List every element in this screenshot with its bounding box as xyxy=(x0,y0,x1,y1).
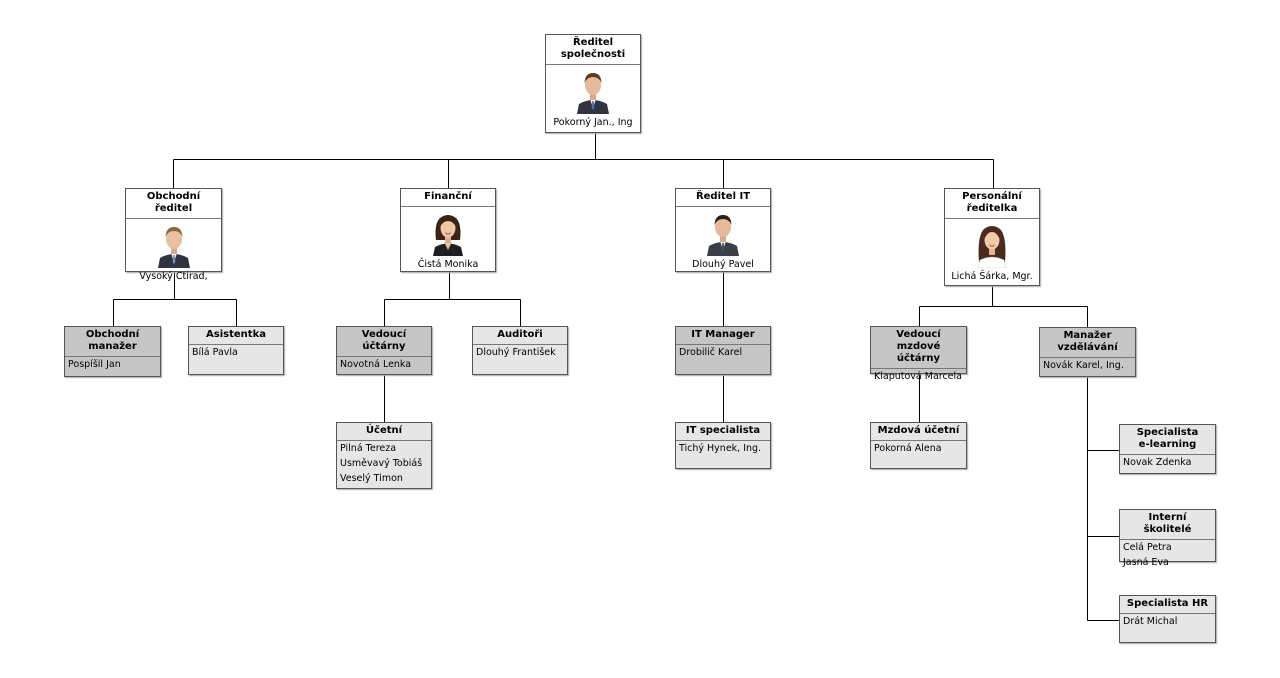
man-photo-icon xyxy=(157,227,190,268)
node-title: Interní školitelé xyxy=(1120,510,1215,540)
node-person-name: Bílá Pavla xyxy=(192,347,238,358)
node-title: Personální ředitelka xyxy=(945,189,1039,219)
node-title: IT Manager xyxy=(676,327,770,345)
node-person-name: Tichý Hynek, Ing. xyxy=(679,443,762,454)
node-person-name: Usměvavý Tobiáš xyxy=(340,458,423,469)
node-title: Obchodní manažer xyxy=(65,327,160,357)
node-person-name: Klaputová Marcela xyxy=(874,371,962,382)
node-person-name: Pokorná Alena xyxy=(874,443,942,454)
node-title: Obchodní ředitel xyxy=(126,189,221,219)
node-person-name: Novotná Lenka xyxy=(340,359,412,370)
node-title: Asistentka xyxy=(189,327,283,345)
node-person-name: Drobilič Karel xyxy=(679,347,743,358)
node-title: Manažer vzdělávání xyxy=(1040,328,1135,358)
node-title: IT specialista xyxy=(676,423,770,441)
org-node-finance-director[interactable]: Finanční Čistá Monika xyxy=(400,188,496,272)
node-title: Ředitel IT xyxy=(676,189,770,207)
node-title: Vedoucí účtárny xyxy=(337,327,431,357)
node-title: Auditoři xyxy=(473,327,567,345)
connector xyxy=(1087,377,1119,621)
org-node-head-payroll[interactable]: Vedoucí mzdové účtárny Klaputová Marcela xyxy=(870,326,967,382)
org-node-payroll-accountant[interactable]: Mzdová účetní Pokorná Alena xyxy=(870,422,967,469)
connector xyxy=(384,272,521,326)
node-title: Specialista HR xyxy=(1120,596,1215,614)
org-node-hr-specialist[interactable]: Specialista HR Drát Michal xyxy=(1119,595,1216,643)
connector xyxy=(173,133,994,188)
node-person-name: Lichá Šárka, Mgr. xyxy=(951,271,1033,282)
node-title: Finanční xyxy=(401,189,495,207)
org-node-head-accounting[interactable]: Vedoucí účtárny Novotná Lenka xyxy=(336,326,432,375)
node-person-name: Dlouhý Pavel xyxy=(692,259,754,270)
org-node-sales-manager[interactable]: Obchodní manažer Pospíšil Jan xyxy=(64,326,161,377)
org-node-assistant[interactable]: Asistentka Bílá Pavla xyxy=(188,326,284,375)
connector xyxy=(113,272,237,326)
org-node-it-manager[interactable]: IT Manager Drobilič Karel xyxy=(675,326,771,375)
org-node-internal-trainers[interactable]: Interní školitelé Celá Petra Jasná Eva xyxy=(1119,509,1216,568)
man-photo-icon xyxy=(707,215,739,256)
node-title: Vedoucí mzdové účtárny xyxy=(871,327,966,369)
node-person-name: Celá Petra xyxy=(1123,542,1172,553)
org-node-auditors[interactable]: Auditoři Dlouhý František xyxy=(472,326,568,375)
org-node-it-director[interactable]: Ředitel IT Dlouhý Pavel xyxy=(675,188,771,272)
org-node-hr-director[interactable]: Personální ředitelka Lichá Šárka, Mgr. xyxy=(944,188,1040,286)
node-person-name: Drát Michal xyxy=(1123,616,1178,627)
woman-photo-icon xyxy=(433,215,463,256)
org-node-it-specialist[interactable]: IT specialista Tichý Hynek, Ing. xyxy=(675,422,771,469)
connector xyxy=(919,286,1088,327)
node-title: Specialista e-learning xyxy=(1120,425,1215,455)
node-title: Ředitel společnosti xyxy=(546,35,640,65)
node-person-name: Pospíšil Jan xyxy=(68,359,121,370)
node-person-name: Vysoký Ctirad, xyxy=(139,271,208,282)
node-person-name: Pilná Tereza xyxy=(340,443,397,454)
node-person-name: Jasná Eva xyxy=(1123,557,1169,568)
node-person-name: Novák Karel, Ing. xyxy=(1043,360,1124,371)
node-title: Účetní xyxy=(337,423,431,441)
node-person-name: Dlouhý František xyxy=(476,347,556,358)
man-photo-icon xyxy=(577,73,609,114)
node-person-name: Pokorný Jan., Ing xyxy=(553,117,633,128)
org-node-ceo[interactable]: Ředitel společnosti Pokorný Jan., Ing xyxy=(545,34,641,133)
org-node-sales-director[interactable]: Obchodní ředitel Vysoký Ctirad, xyxy=(125,188,222,282)
org-node-accountants[interactable]: Účetní Pilná Tereza Usměvavý Tobiáš Vese… xyxy=(336,422,432,489)
node-person-name: Čistá Monika xyxy=(417,259,479,270)
node-person-name: Novak Zdenka xyxy=(1123,457,1192,468)
node-person-name: Veselý Timon xyxy=(340,473,403,484)
woman-photo-icon xyxy=(977,226,1007,268)
org-node-elearning-specialist[interactable]: Specialista e-learning Novak Zdenka xyxy=(1119,424,1216,474)
org-node-training-manager[interactable]: Manažer vzdělávání Novák Karel, Ing. xyxy=(1039,327,1136,377)
node-title: Mzdová účetní xyxy=(871,423,966,441)
